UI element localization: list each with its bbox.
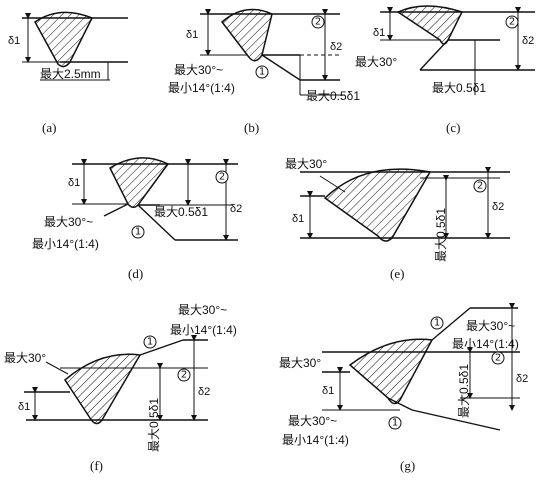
svg-text:1: 1 xyxy=(392,418,398,429)
svg-text:2: 2 xyxy=(509,17,515,28)
panel-e: 最大30° δ1 δ2 2 最大0.5δ1 (e) xyxy=(285,157,510,281)
label-d1: δ1 xyxy=(322,385,334,397)
label-max-half-d1: 最大0.5δ1 xyxy=(434,208,448,262)
label-max-30-tilde: 最大30°~ xyxy=(288,414,337,428)
label-min-14: 最小14°(1:4) xyxy=(32,237,99,251)
svg-text:2: 2 xyxy=(315,17,321,28)
svg-text:2: 2 xyxy=(219,172,225,183)
svg-text:2: 2 xyxy=(181,370,187,381)
label-d2: δ2 xyxy=(198,386,210,398)
label-max-30-tilde: 最大30°~ xyxy=(44,215,93,229)
label-d2: δ2 xyxy=(516,373,528,385)
weld-bead xyxy=(396,5,464,45)
svg-text:1: 1 xyxy=(259,67,265,78)
label-d2: δ2 xyxy=(492,201,504,213)
label-min-14: 最小14°(1:4) xyxy=(168,81,235,95)
label-d1: δ1 xyxy=(186,29,198,41)
svg-text:2: 2 xyxy=(495,353,501,364)
panel-d: δ1 δ2 2 最大0.5δ1 最大30°~ 1 最小14°(1:4) (d) xyxy=(32,157,242,281)
caption-d: (d) xyxy=(128,266,143,281)
caption-g: (g) xyxy=(400,458,415,473)
label-d2: δ2 xyxy=(522,35,534,47)
label-max-half-d1: 最大0.5δ1 xyxy=(147,398,161,452)
panel-c: δ1 δ2 2 最大30° 最大0.5δ1 (c) xyxy=(355,5,535,135)
label-max-30: 最大30° xyxy=(279,356,321,370)
weld-bead xyxy=(323,168,432,242)
label-max-30-tilde: 最大30°~ xyxy=(178,303,227,317)
caption-b: (b) xyxy=(244,120,259,135)
label-d1: δ1 xyxy=(68,177,80,189)
label-d1: δ1 xyxy=(8,35,20,47)
svg-text:1: 1 xyxy=(434,318,440,329)
label-max-30: 最大30° xyxy=(355,55,397,69)
label-min-14: 最小14°(1:4) xyxy=(282,433,349,447)
panel-g: 最大30°~ 最小14°(1:4) 1 最大30° δ1 2 δ2 最大0.5δ… xyxy=(279,303,528,473)
svg-text:1: 1 xyxy=(147,337,153,348)
label-d2: δ2 xyxy=(230,203,242,215)
label-d2: δ2 xyxy=(330,41,342,53)
svg-text:1: 1 xyxy=(135,227,141,238)
caption-a: (a) xyxy=(42,120,56,135)
label-d1: δ1 xyxy=(373,27,385,39)
label-max-30-tilde: 最大30°~ xyxy=(174,63,223,77)
panel-a: δ1 最大2.5mm (a) xyxy=(8,11,128,135)
label-max-half-d1: 最大0.5δ1 xyxy=(432,81,486,95)
caption-f: (f) xyxy=(90,458,103,473)
svg-text:2: 2 xyxy=(477,181,483,192)
panel-f: 最大30°~ 最小14°(1:4) 1 最大30° δ1 δ2 2 最大0.5δ… xyxy=(4,303,237,473)
weld-bead xyxy=(348,338,434,405)
weld-bead xyxy=(34,11,94,68)
weld-bead xyxy=(64,353,142,425)
label-max-2-5mm: 最大2.5mm xyxy=(40,67,101,81)
panel-b: δ1 δ2 2 1 最大30°~ 最小14°(1:4) 最大0.5δ1 (b) xyxy=(168,8,360,135)
label-max-half-d1: 最大0.5δ1 xyxy=(457,364,471,418)
label-d1: δ1 xyxy=(292,213,304,225)
label-d1: δ1 xyxy=(18,401,30,413)
caption-e: (e) xyxy=(390,266,404,281)
label-max-30: 最大30° xyxy=(285,157,327,171)
weld-bead xyxy=(220,8,273,62)
weld-bead xyxy=(109,157,170,208)
label-max-30-tilde: 最大30°~ xyxy=(466,319,515,333)
caption-c: (c) xyxy=(446,120,460,135)
label-max-30: 最大30° xyxy=(4,351,46,365)
label-max-half-d1: 最大0.5δ1 xyxy=(154,205,208,219)
label-max-half-d1: 最大0.5δ1 xyxy=(306,89,360,103)
label-min-14: 最小14°(1:4) xyxy=(452,337,519,351)
label-min-14: 最小14°(1:4) xyxy=(170,323,237,337)
